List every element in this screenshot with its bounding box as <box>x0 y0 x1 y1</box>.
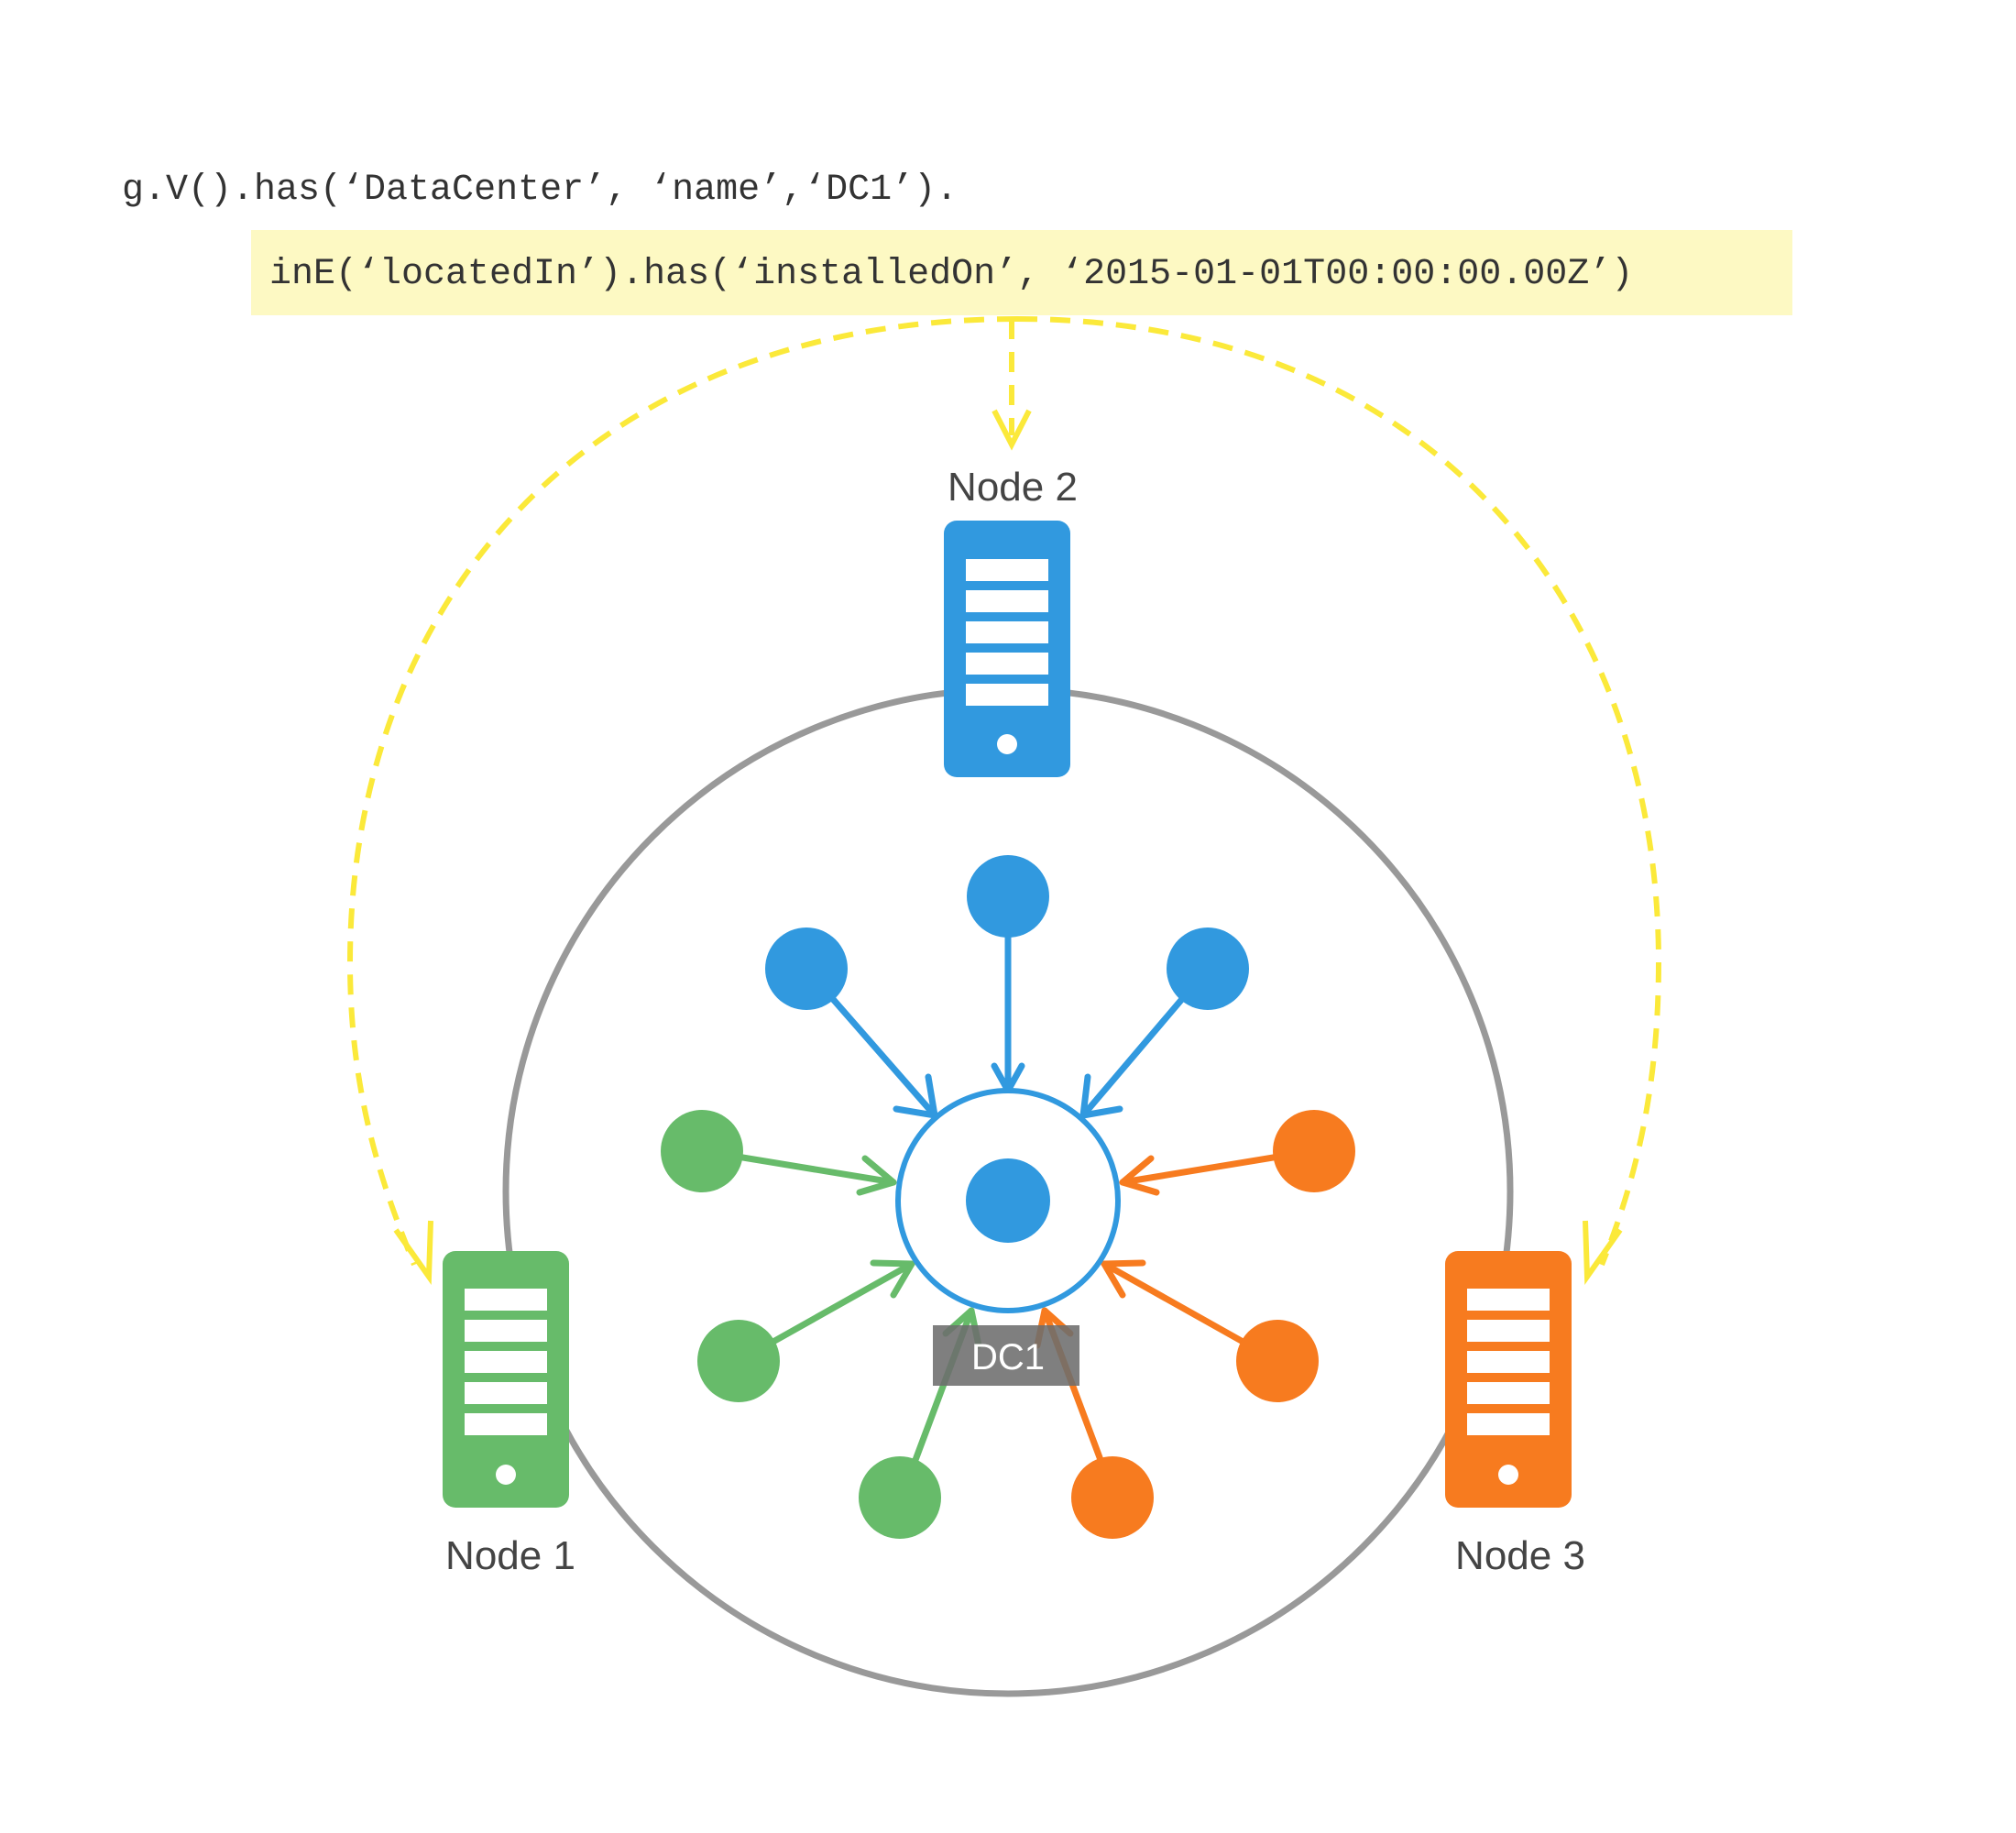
vertices <box>661 855 1355 1539</box>
dc1-label: DC1 <box>971 1337 1045 1377</box>
vertex-blue-right <box>1167 927 1249 1010</box>
edge-orange-lower-head <box>1101 1259 1146 1299</box>
vertex-orange-upper <box>1273 1110 1355 1192</box>
node-1-label: Node 1 <box>445 1533 575 1578</box>
vertex-orange-lower <box>1236 1320 1319 1402</box>
vertex-green-lower <box>697 1320 780 1402</box>
node-3-label: Node 3 <box>1455 1533 1585 1578</box>
dashed-arrowhead-node-3 <box>1583 1220 1623 1286</box>
server-node-3 <box>1445 1251 1572 1508</box>
dc1-label-box <box>933 1325 1079 1386</box>
vertex-blue-left <box>765 927 848 1010</box>
query-highlight <box>251 230 1792 315</box>
edge-orange-upper-head <box>1119 1155 1160 1196</box>
dashed-arrow-to-node-3 <box>1016 316 1662 1267</box>
dashed-arrowhead-node-2 <box>992 409 1032 451</box>
edge-green-upper-head <box>856 1155 897 1196</box>
edge-green-lower-head <box>870 1259 915 1299</box>
node-2-label: Node 2 <box>948 465 1078 510</box>
dc1-dot <box>966 1158 1050 1243</box>
vertex-green-bottom <box>859 1456 941 1539</box>
server-node-2 <box>944 521 1070 777</box>
vertex-blue-top <box>967 855 1049 938</box>
dashed-arrowhead-node-1 <box>393 1220 433 1286</box>
vertex-green-upper <box>661 1110 743 1192</box>
vertex-orange-bottom <box>1071 1456 1154 1539</box>
query-line-2: inE(‘locatedIn’).has(‘installedOn’, ‘201… <box>269 254 1634 295</box>
server-node-1 <box>443 1251 569 1508</box>
query-line-1: g.V().has(‘DataCenter’, ‘name’,‘DC1’). <box>122 170 959 211</box>
edge-blue-right-head <box>1079 1073 1123 1119</box>
dashed-arrow-to-node-1 <box>346 316 1018 1267</box>
